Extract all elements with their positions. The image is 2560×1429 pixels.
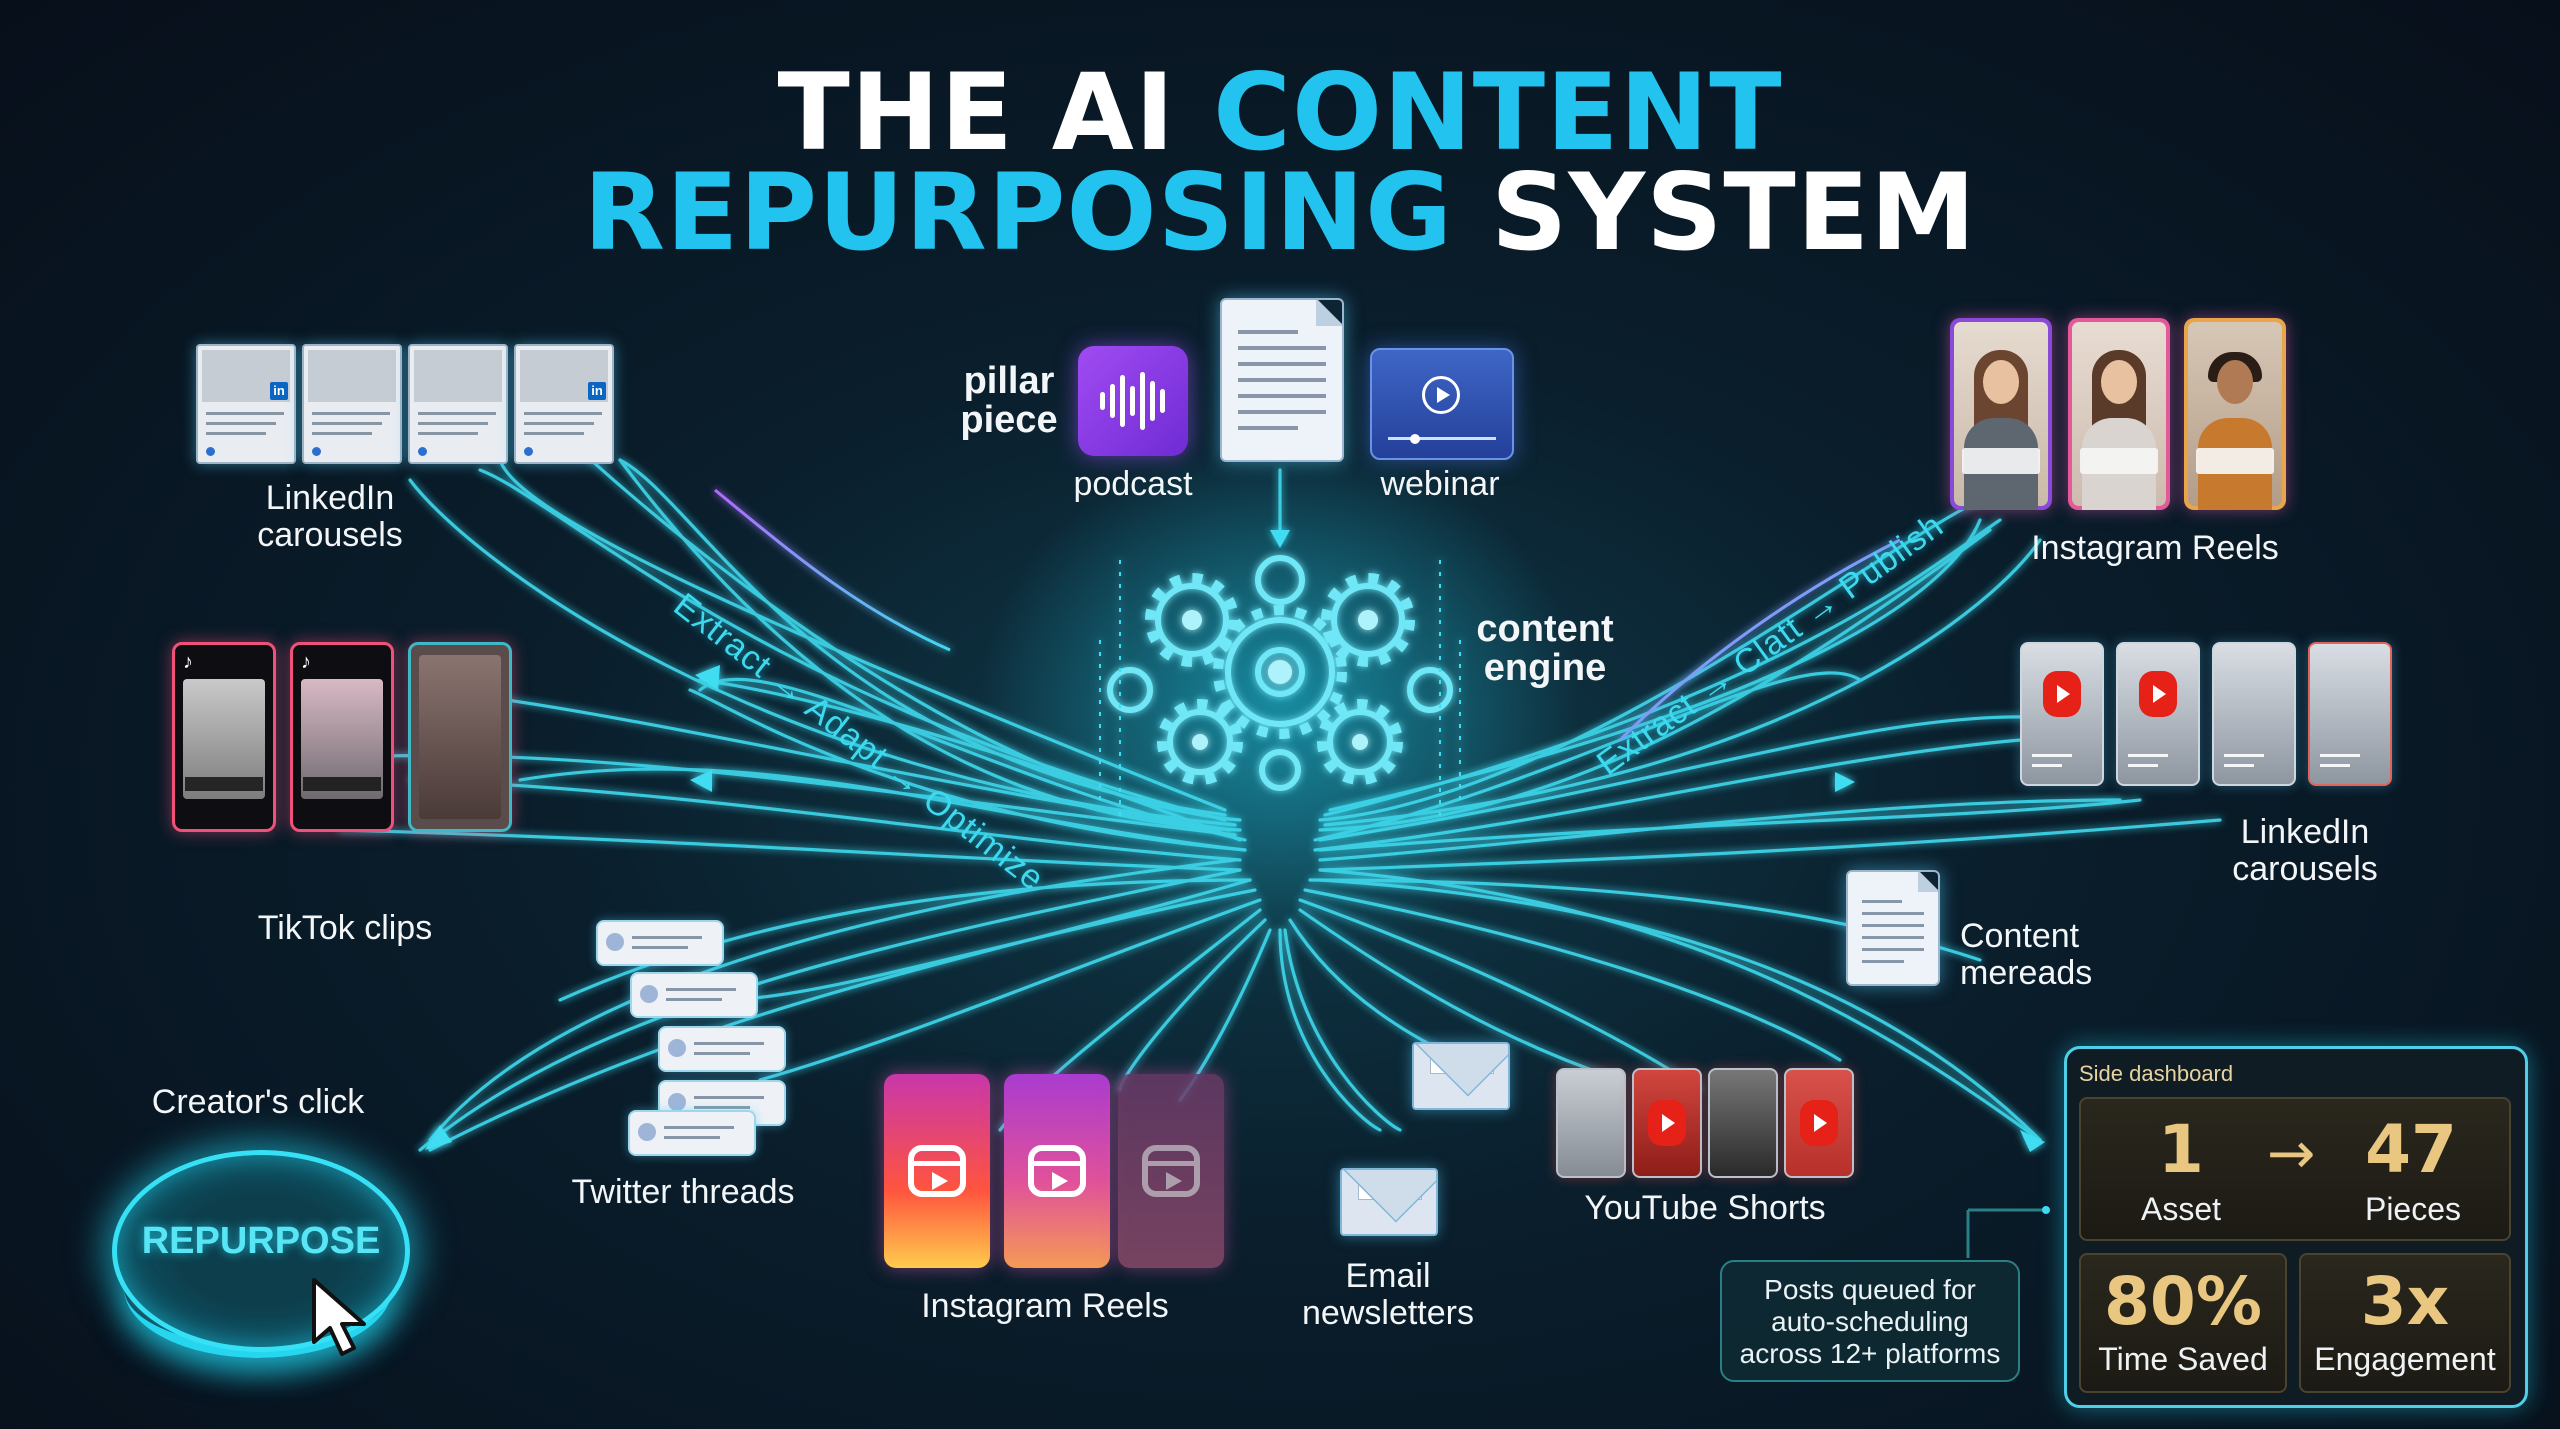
instagram-reel-card xyxy=(2068,318,2170,510)
instagram-reels-top-label: Instagram Reels xyxy=(2031,529,2279,567)
instagram-reels-bottom-label: Instagram Reels xyxy=(921,1287,1169,1325)
tiktok-card: ♪ xyxy=(408,642,512,832)
queue-note: Posts queued for auto-scheduling across … xyxy=(1720,1260,2020,1382)
email-newsletters-label: Email newsletters xyxy=(1302,1257,1474,1333)
document-icon xyxy=(1846,870,1940,986)
time-saved-tile: 80% Time Saved xyxy=(2079,1253,2287,1393)
webinar-label: webinar xyxy=(1380,465,1500,503)
instagram-reel-card xyxy=(1950,318,2052,510)
envelope-icon xyxy=(1412,1042,1510,1110)
short-card xyxy=(2308,642,2392,786)
podcast-label: podcast xyxy=(1073,465,1193,503)
cursor-icon xyxy=(312,1278,366,1356)
tiktok-icon: ♪ xyxy=(301,651,311,673)
play-icon xyxy=(1422,376,1460,414)
tiktok-clips-label: TikTok clips xyxy=(257,909,433,947)
engagement-value: 3x xyxy=(2360,1263,2450,1340)
document-icon xyxy=(1220,298,1344,462)
instagram-reels-icon xyxy=(1142,1145,1200,1197)
instagram-reels-icon xyxy=(908,1145,966,1197)
pillar-piece-label: pillar piece xyxy=(960,360,1058,441)
gear-icon xyxy=(1099,555,1461,820)
youtube-shorts-icon xyxy=(2139,671,2177,718)
webinar-icon xyxy=(1370,348,1514,460)
pieces-value: 47 xyxy=(2365,1111,2457,1188)
linkedin-card xyxy=(302,344,402,464)
short-card xyxy=(2116,642,2200,786)
pieces-label: Pieces xyxy=(2364,1191,2462,1227)
instagram-reel-card xyxy=(1004,1074,1110,1268)
dashboard-title: Side dashboard xyxy=(2079,1061,2234,1086)
arrow-right-icon: → xyxy=(2266,1119,2316,1187)
content-engine-label: content engine xyxy=(1476,608,1614,689)
instagram-reel-card xyxy=(884,1074,990,1268)
asset-label: Asset xyxy=(2140,1191,2222,1227)
engagement-label: Engagement xyxy=(2314,1341,2496,1377)
time-saved-value: 80% xyxy=(2104,1263,2262,1340)
short-card xyxy=(2212,642,2296,786)
twitter-card xyxy=(596,920,724,966)
linkedin-card: in xyxy=(196,344,296,464)
linkedin-card: in xyxy=(514,344,614,464)
engagement-tile: 3x Engagement xyxy=(2299,1253,2511,1393)
page-title: THE AI CONTENT xyxy=(777,51,1783,174)
youtube-shorts-icon xyxy=(1648,1100,1686,1146)
twitter-card xyxy=(628,1110,756,1156)
linkedin-icon: in xyxy=(270,382,288,400)
youtube-short-card xyxy=(1556,1068,1626,1178)
youtube-shorts-icon xyxy=(2043,671,2081,718)
twitter-threads-label: Twitter threads xyxy=(571,1173,795,1211)
instagram-reels-icon xyxy=(1028,1145,1086,1197)
side-dashboard: Side dashboard 1 Asset → 47 Pieces 80% T… xyxy=(2064,1046,2528,1408)
youtube-short-card xyxy=(1784,1068,1854,1178)
content-mereads-label: Content mereads xyxy=(1960,917,2093,993)
asset-value: 1 xyxy=(2158,1111,2204,1188)
repurpose-button[interactable]: REPURPOSE xyxy=(112,1220,410,1263)
tiktok-card: ♪ xyxy=(290,642,394,832)
instagram-reel-card xyxy=(1118,1074,1224,1268)
tiktok-card: ♪ xyxy=(172,642,276,832)
linkedin-carousels-right-label: LinkedIn carousels xyxy=(2232,813,2378,889)
short-card xyxy=(2020,642,2104,786)
page-title-line2: REPURPOSING SYSTEM xyxy=(583,151,1977,274)
tiktok-icon: ♪ xyxy=(183,651,193,673)
podcast-icon xyxy=(1078,346,1188,456)
linkedin-card xyxy=(408,344,508,464)
instagram-reel-card xyxy=(2184,318,2286,510)
repurpose-button-ring xyxy=(112,1150,410,1352)
asset-pieces-tile: 1 Asset → 47 Pieces xyxy=(2079,1097,2511,1241)
youtube-short-card xyxy=(1632,1068,1702,1178)
twitter-card xyxy=(630,972,758,1018)
youtube-short-card xyxy=(1708,1068,1778,1178)
linkedin-carousels-left-label: LinkedIn carousels xyxy=(257,479,403,555)
creators-click-label: Creator's click xyxy=(151,1083,365,1121)
linkedin-icon: in xyxy=(588,382,606,400)
youtube-shorts-icon xyxy=(1800,1100,1838,1146)
time-saved-label: Time Saved xyxy=(2098,1341,2268,1377)
envelope-icon xyxy=(1340,1168,1438,1236)
twitter-card xyxy=(658,1026,786,1072)
youtube-shorts-label: YouTube Shorts xyxy=(1584,1189,1826,1227)
